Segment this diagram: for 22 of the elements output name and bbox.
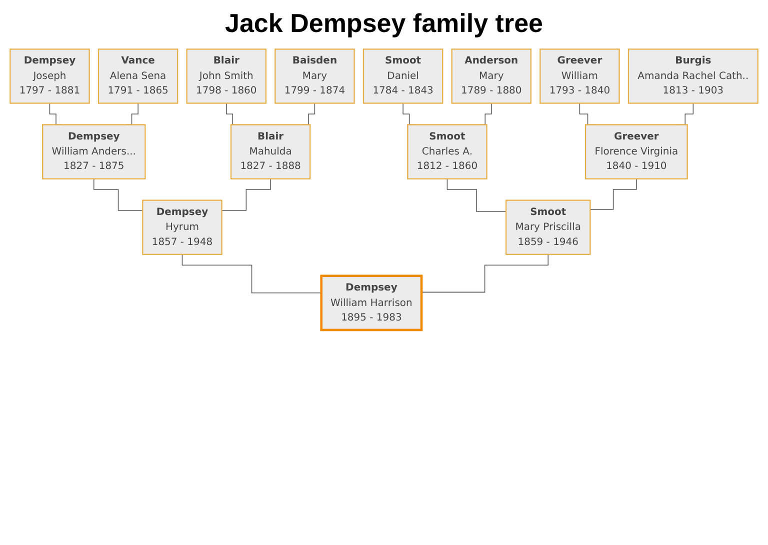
connector <box>94 178 144 211</box>
connector <box>182 254 322 294</box>
connector <box>421 254 548 293</box>
node-box: Dempsey Hyrum 1857 - 1948 <box>142 200 222 255</box>
node-box: Burgis Amanda Rachel Cath.. 1813 - 1903 <box>628 48 758 104</box>
connector <box>590 178 637 210</box>
node-box: Smoot Daniel 1784 - 1843 <box>362 48 444 104</box>
node-box: Blair Mahulda 1827 - 1888 <box>230 124 311 180</box>
node-box: Dempsey William Harrison 1895 - 1983 <box>320 274 423 332</box>
node-box: Vance Alena Sena 1791 - 1865 <box>98 48 178 104</box>
node-box: Dempsey William Anders... 1827 - 1875 <box>42 124 146 180</box>
node-box: Smoot Mary Priscilla 1859 - 1946 <box>505 200 591 255</box>
node-box: Greever Florence Virginia 1840 - 1910 <box>584 124 688 180</box>
node-box: Greever William 1793 - 1840 <box>540 48 620 104</box>
connector <box>221 178 271 211</box>
diagram-title: Jack Dempsey family tree <box>225 8 543 39</box>
node-box: Blair John Smith 1798 - 1860 <box>186 48 267 104</box>
connector <box>446 178 506 212</box>
node-box: Dempsey Joseph 1797 - 1881 <box>10 48 90 104</box>
node-box: Smoot Charles A. 1812 - 1860 <box>407 124 488 180</box>
node-box: Anderson Mary 1789 - 1880 <box>451 48 532 104</box>
node-box: Baisden Mary 1799 - 1874 <box>274 48 355 104</box>
